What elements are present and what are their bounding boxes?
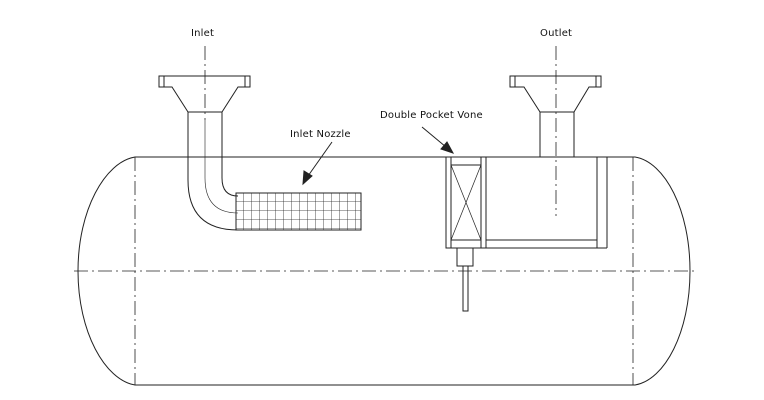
inlet-nozzle-arrowhead [303, 171, 312, 184]
double-pocket-vane-label: Double Pocket Vone [380, 110, 483, 121]
inlet-elbow-mid [205, 120, 238, 213]
vane-arrowhead [441, 142, 453, 153]
inlet-flange [159, 76, 250, 112]
inlet-elbow-outer [188, 112, 238, 230]
inlet-nozzle-leader [308, 142, 332, 176]
vane-leader [422, 127, 446, 147]
inlet-distributor-grid [236, 193, 361, 230]
leader-arrows [303, 127, 453, 184]
vessel-shell [78, 157, 690, 385]
outlet-label: Outlet [540, 28, 573, 39]
outlet-flange [510, 76, 601, 112]
inlet-label: Inlet [191, 28, 215, 39]
outlet-pipe [510, 76, 601, 157]
inlet-nozzle-label: Inlet Nozzle [290, 129, 351, 140]
vane-pack [446, 157, 486, 248]
outlet-collection-box [486, 157, 607, 248]
vessel-outline [78, 157, 690, 385]
inlet-pipe [159, 76, 250, 230]
drain-pipe [457, 248, 473, 311]
inlet-elbow-inner [222, 112, 238, 196]
centerlines [74, 46, 694, 385]
